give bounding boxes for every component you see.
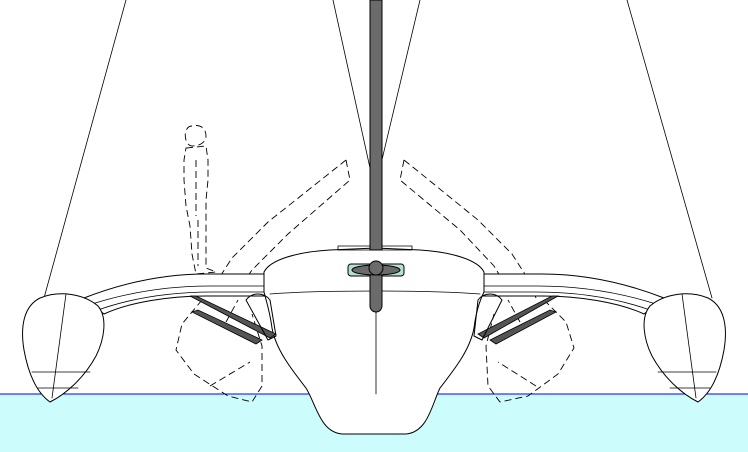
right-sail-line	[379, 0, 421, 169]
left-strut	[189, 293, 277, 345]
person-figure	[183, 125, 217, 275]
left-shroud	[43, 0, 127, 299]
left-sail-line	[332, 0, 371, 169]
right-shroud	[626, 0, 713, 299]
rigging	[43, 0, 713, 299]
left-folded-float-outline	[175, 159, 351, 403]
right-strut	[473, 293, 560, 345]
mast-base	[368, 260, 384, 276]
mast-bar	[369, 0, 383, 251]
right-float	[643, 293, 726, 403]
left-crossbeam	[83, 273, 269, 315]
mast	[351, 0, 401, 313]
left-float	[22, 293, 105, 403]
right-crossbeam	[479, 273, 665, 315]
